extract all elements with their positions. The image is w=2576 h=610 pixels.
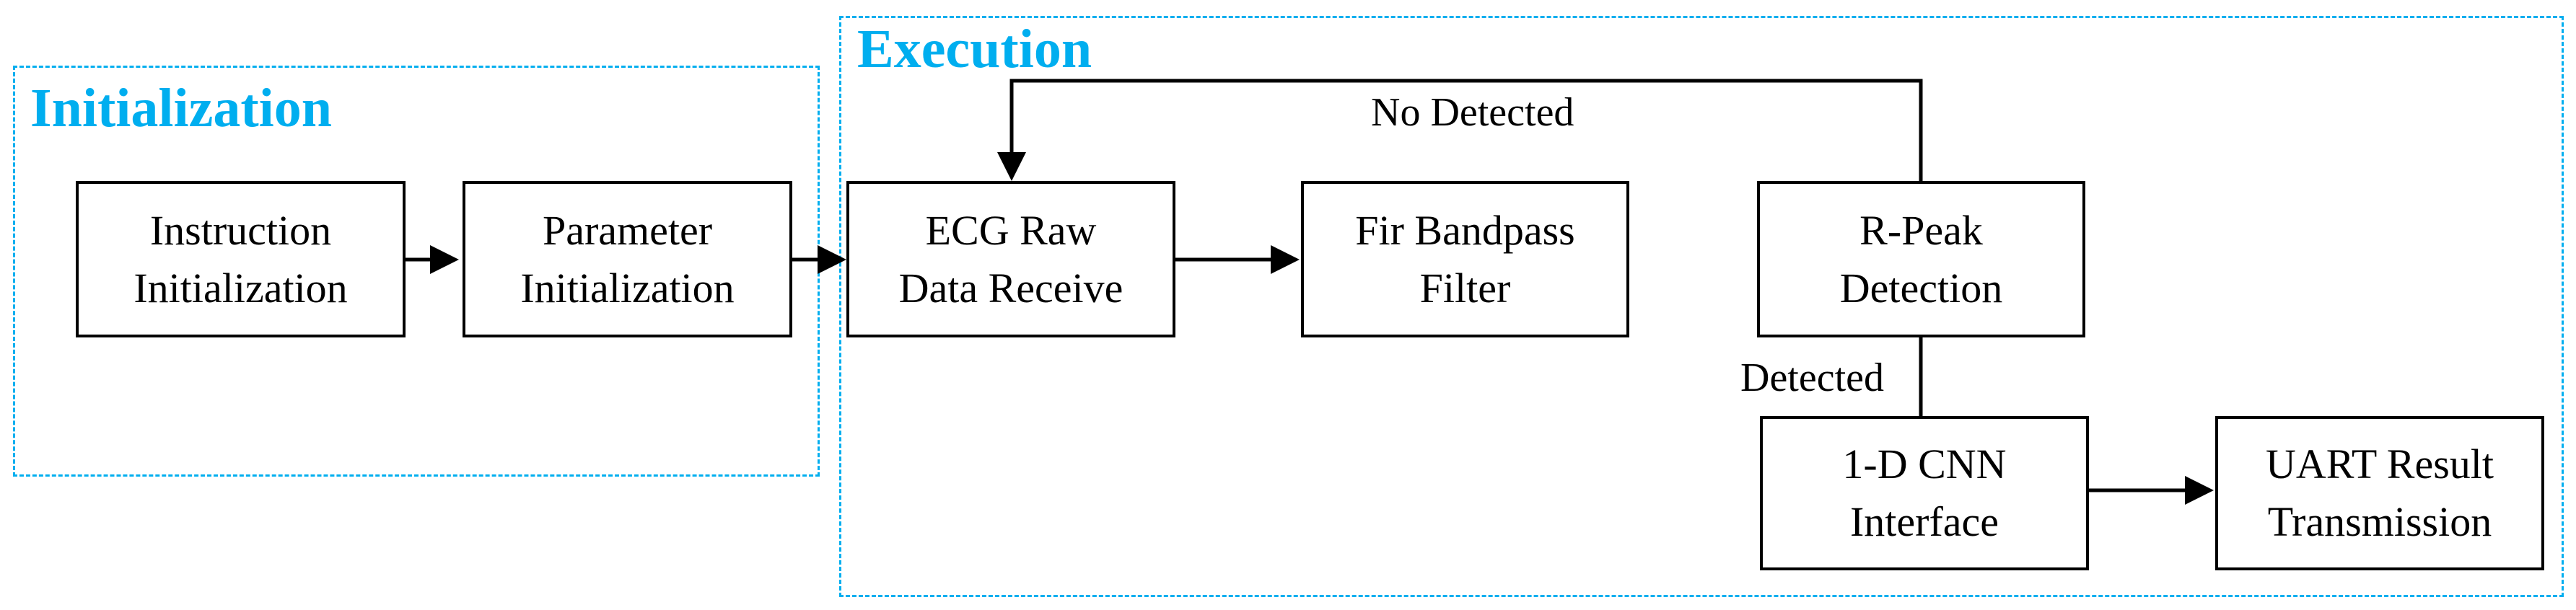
node-text-line2: Filter [1419,264,1511,311]
r-peak-detection-node: R-Peak Detection [1757,181,2085,337]
node-text-line1: Parameter [542,206,713,254]
arrowhead-uart [2185,476,2214,505]
arrowhead-loop [997,152,1026,181]
node-text-line2: Transmission [2267,498,2492,545]
initialization-title: Initialization [30,78,333,138]
node-text-line1: Instruction [149,206,332,254]
node-text-line1: ECG Raw [925,206,1097,254]
node-text-line2: Initialization [520,264,735,311]
node-text-line1: Fir Bandpass [1355,206,1575,254]
node-text-line1: R-Peak [1859,206,1983,254]
uart-result-transmission-node: UART Result Transmission [2215,416,2544,570]
node-text-line2: Detection [1839,264,2003,311]
ecg-raw-data-receive-node: ECG Raw Data Receive [846,181,1175,337]
instruction-initialization-node: Instruction Initialization [76,181,406,337]
parameter-initialization-node: Parameter Initialization [463,181,792,337]
detected-label: Detected [1740,355,1884,400]
arrowhead-parameter [430,245,459,274]
no-detected-label: No Detected [1371,90,1574,135]
execution-region [839,16,2564,597]
fir-bandpass-filter-node: Fir Bandpass Filter [1301,181,1629,337]
node-text-line1: 1-D CNN [1842,441,2007,487]
node-text-line2: Interface [1849,498,1999,545]
node-text-line1: UART Result [2265,441,2494,487]
node-text-line2: Data Receive [898,264,1123,311]
node-text-line2: Initialization [133,264,348,311]
execution-title: Execution [857,19,1092,79]
arrowhead-fir [1271,245,1300,274]
cnn-interface-node: 1-D CNN Interface [1760,416,2089,570]
arrowhead-ecg-raw [818,245,846,274]
edge-rpeak-no-detected-loop [1009,79,1923,181]
